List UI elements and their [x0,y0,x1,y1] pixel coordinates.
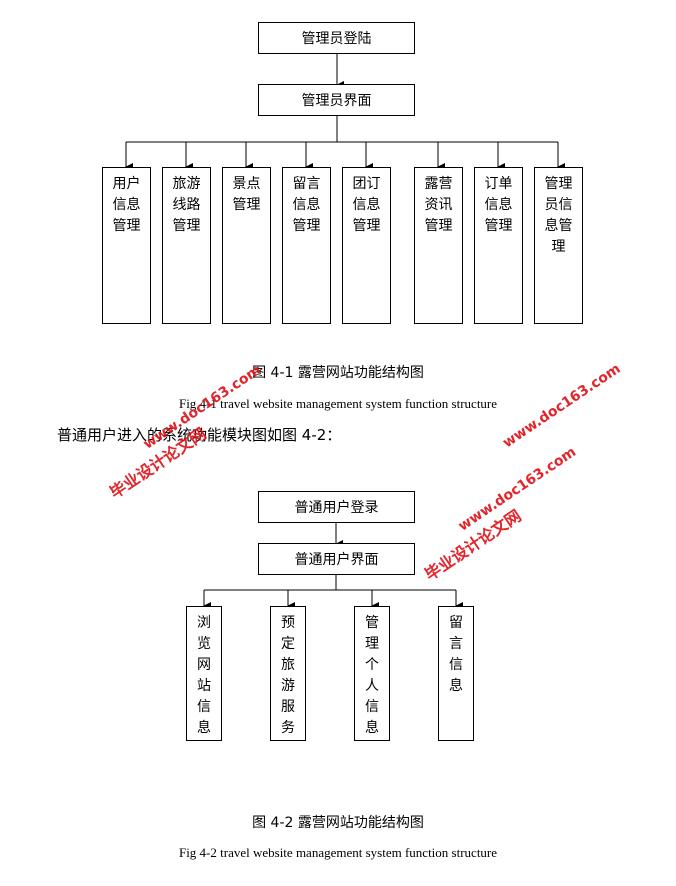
child-box-group-order: 团订信息管理 [342,167,391,324]
child-label: 用户信息管理 [112,176,141,234]
child-label: 露营资讯管理 [424,176,453,234]
child-label: 订单信息管理 [484,176,513,234]
child2-box-booking: 预定旅游服务 [270,606,306,741]
child2-box-message: 留言信息 [438,606,474,741]
child2-label: 预定旅游服务 [281,615,295,736]
child-box-scenic: 景点管理 [222,167,271,324]
child2-label: 管理个人信息 [365,615,379,736]
figure-caption-en-2: Fig 4-2 travel website management system… [178,845,498,860]
child2-label: 浏览网站信息 [197,615,211,736]
child-label: 旅游线路管理 [172,176,201,234]
child2-box-personal: 管理个人信息 [354,606,390,741]
figure-caption-en-1: Fig 4-1 travel website management system… [178,396,498,411]
user-interface-box: 普通用户界面 [258,543,415,575]
child-label: 留言信息管理 [292,176,321,234]
child2-label: 留言信息 [449,615,463,694]
figure-caption-1: 图 4-1 露营网站功能结构图 [252,365,424,381]
child-label: 管理员信息管理 [544,176,573,255]
child2-box-browse: 浏览网站信息 [186,606,222,741]
child-box-camping-news: 露营资讯管理 [414,167,463,324]
child-box-admin-info: 管理员信息管理 [534,167,583,324]
user-login-box: 普通用户登录 [258,491,415,523]
child-box-order: 订单信息管理 [474,167,523,324]
child-box-message: 留言信息管理 [282,167,331,324]
admin-login-box: 管理员登陆 [258,22,415,54]
figure-caption-2: 图 4-2 露营网站功能结构图 [252,815,424,831]
admin-interface-box: 管理员界面 [258,84,415,116]
child-box-user-info: 用户信息管理 [102,167,151,324]
child-label: 景点管理 [232,176,261,213]
child-box-route: 旅游线路管理 [162,167,211,324]
body-paragraph: 普通用户进入的系统功能模块图如图 4-2： [57,426,342,444]
child-label: 团订信息管理 [352,176,381,234]
